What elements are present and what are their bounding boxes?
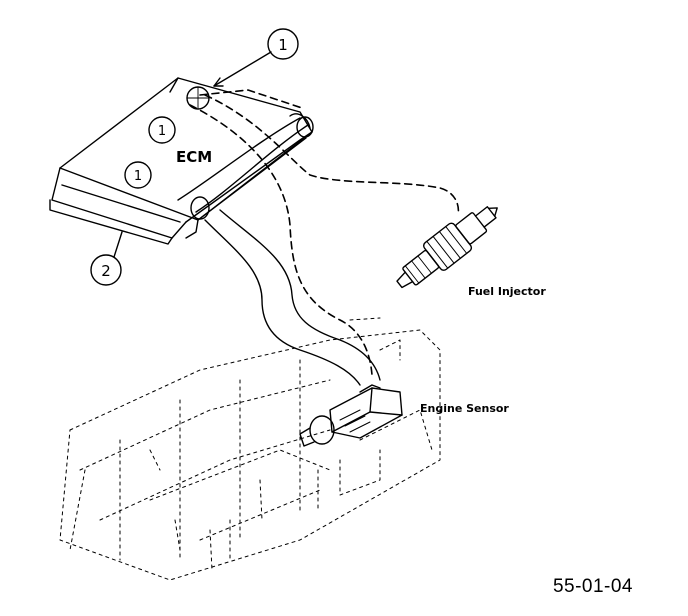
dashed-signal-lines [189,89,460,376]
fuel-injector-label: Fuel Injector [468,285,546,298]
engine-block [59,317,441,581]
callout-number: 1 [134,169,142,184]
engine-sensor [299,384,403,447]
callout-2 [90,231,123,286]
engine-sensor-label: Engine Sensor [420,402,509,415]
callout-1-mid [148,116,176,144]
fuel-injector [396,206,498,289]
callout-number: 1 [158,124,166,139]
callout-number: 2 [101,262,111,280]
callout-1-low [124,161,152,189]
ecm-module [49,77,314,245]
ecm-label: ECM [176,148,212,166]
callout-1-top [213,28,299,87]
sensor-harness [204,209,381,386]
figure-number: 55-01-04 [552,576,633,597]
callout-number: 1 [278,36,288,54]
